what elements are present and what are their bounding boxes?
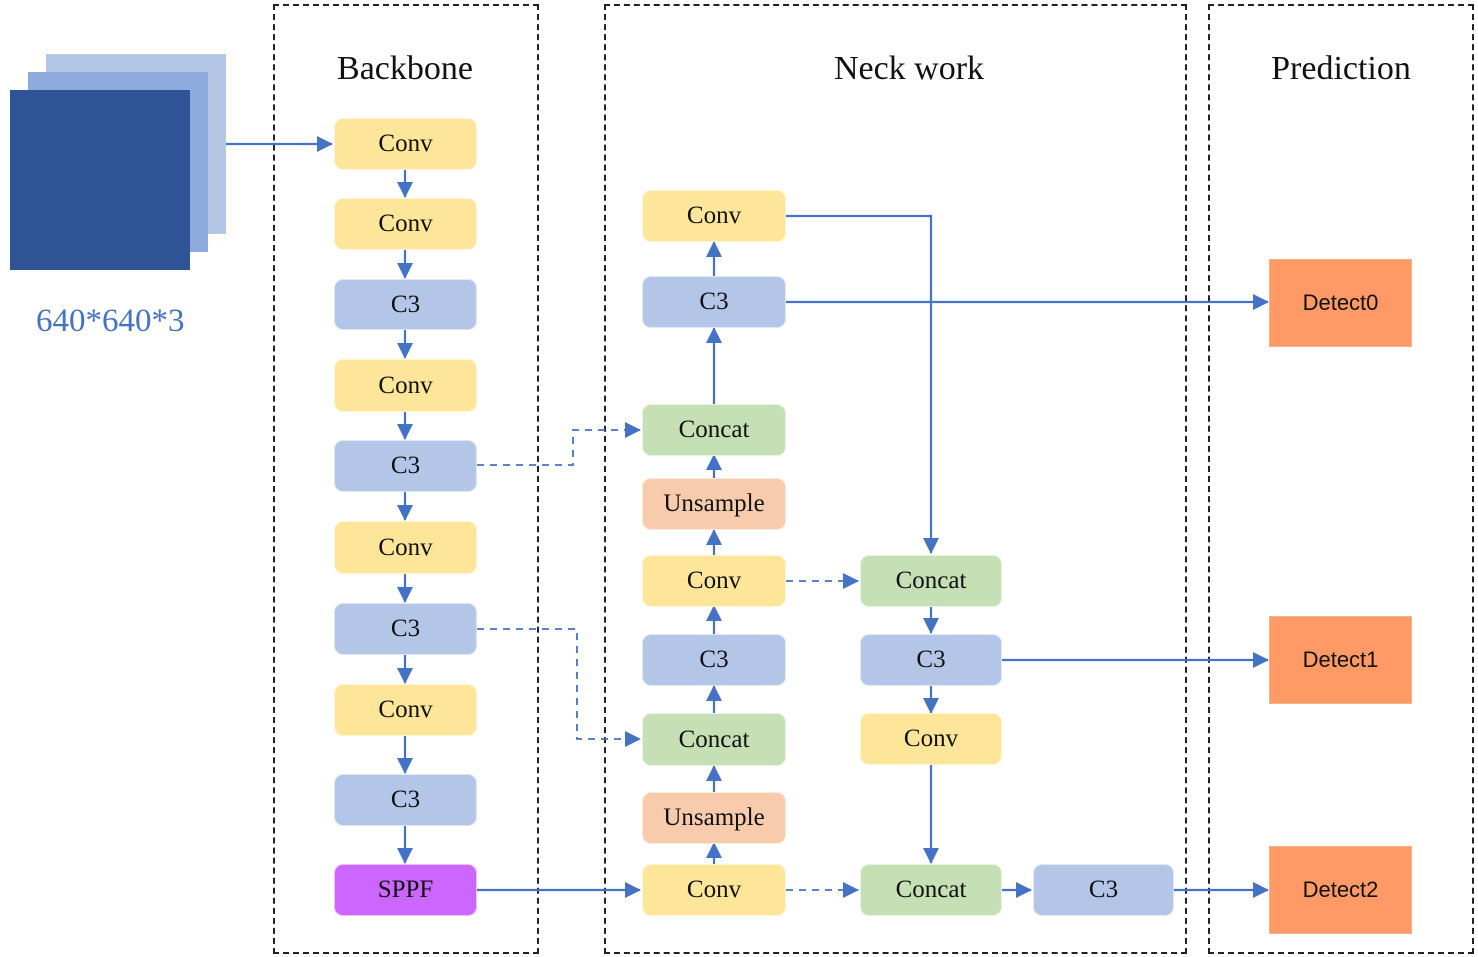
neck-concat-col2-bottom: Concat xyxy=(860,864,1002,916)
backbone-c3-1: C3 xyxy=(334,279,477,330)
neck-unsample-top: Unsample xyxy=(642,478,786,530)
neck-unsample-bottom: Unsample xyxy=(642,792,786,844)
arrow-neck-conv-top-to-concat xyxy=(786,214,939,554)
neck-c3-col2: C3 xyxy=(860,634,1002,686)
neck-concat-mid: Concat xyxy=(642,713,786,766)
neck-c3-mid: C3 xyxy=(642,634,786,686)
backbone-conv-1: Conv xyxy=(334,118,477,170)
neck-conv-mid: Conv xyxy=(642,555,786,607)
neck-conv-bottom: Conv xyxy=(642,864,786,916)
neck-c3-col3: C3 xyxy=(1033,864,1174,916)
detect0-box: Detect0 xyxy=(1269,259,1412,347)
backbone-conv-5: Conv xyxy=(334,684,477,736)
prediction-panel xyxy=(1208,4,1474,954)
backbone-c3-3: C3 xyxy=(334,603,477,655)
backbone-conv-4: Conv xyxy=(334,521,477,574)
neck-concat-top: Concat xyxy=(642,404,786,456)
dashed-c3-to-concat-bottom xyxy=(477,628,641,747)
backbone-title: Backbone xyxy=(337,50,473,87)
input-image-layer-front xyxy=(10,90,190,270)
neck-panel xyxy=(604,4,1187,954)
neck-conv-top: Conv xyxy=(642,190,786,242)
neck-concat-col2-top: Concat xyxy=(860,555,1002,607)
prediction-title: Prediction xyxy=(1271,50,1411,87)
backbone-c3-2: C3 xyxy=(334,440,477,492)
neck-title: Neck work xyxy=(833,50,985,87)
backbone-c3-4: C3 xyxy=(334,774,477,826)
backbone-conv-2: Conv xyxy=(334,198,477,250)
backbone-conv-3: Conv xyxy=(334,359,477,412)
detect2-box: Detect2 xyxy=(1269,846,1412,934)
neck-conv-col2: Conv xyxy=(860,713,1002,765)
detect1-box: Detect1 xyxy=(1269,616,1412,704)
input-size-label: 640*640*3 xyxy=(36,303,185,339)
neck-c3-top: C3 xyxy=(642,276,786,328)
backbone-panel xyxy=(273,4,539,954)
backbone-sppf: SPPF xyxy=(334,864,477,916)
dashed-c3-to-concat-top xyxy=(477,422,641,466)
